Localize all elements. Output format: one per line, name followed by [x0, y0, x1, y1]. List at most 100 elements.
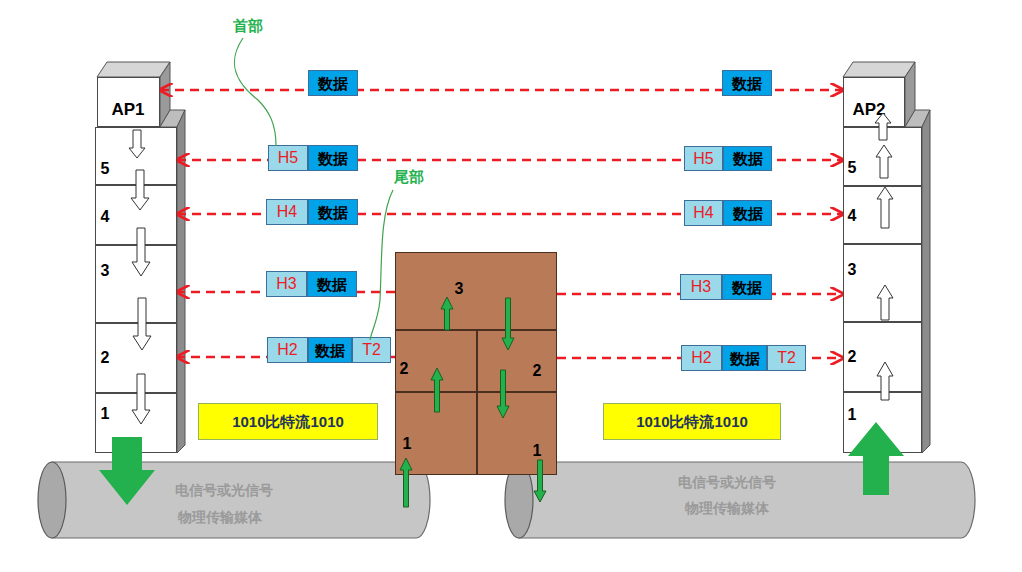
header-box-text: H2 — [277, 342, 297, 358]
transmission-medium: 电信号或光信号物理传输媒体 — [505, 462, 975, 538]
host-box-text: AP2 — [852, 101, 885, 118]
ap2-top-face — [843, 62, 915, 77]
bitstream-box-text: 1010比特流1010 — [232, 414, 344, 429]
router-layer-cell: 1 — [477, 392, 557, 475]
host-box: AP1 — [97, 77, 160, 127]
header-box: H2 — [267, 337, 308, 363]
layer-box: 2 — [843, 322, 922, 392]
cylinder-cap — [38, 462, 66, 538]
leader-line — [234, 38, 276, 146]
data-box: 数据 — [723, 200, 772, 226]
up-arrow — [877, 362, 893, 400]
up-arrow — [876, 145, 892, 178]
header-box: H5 — [684, 146, 723, 171]
layer-box-text: 5 — [848, 160, 857, 176]
router-layer-cell-text: 3 — [455, 281, 464, 297]
layer-box: 1 — [95, 393, 177, 453]
transmission-medium-text: 物理传输媒体 — [685, 501, 769, 515]
receive-arrow — [848, 422, 904, 495]
router-layer-cell-text: 1 — [533, 443, 542, 459]
router-up-arrow — [441, 297, 453, 330]
cylinder-outline — [505, 462, 975, 538]
stack-side-face — [922, 110, 930, 453]
down-arrow — [133, 298, 151, 350]
data-box-text: 数据 — [733, 151, 763, 166]
up-arrow — [875, 113, 891, 140]
leader-line — [370, 190, 393, 340]
down-arrow — [129, 130, 145, 158]
header-box: H4 — [266, 199, 308, 225]
transmission-medium-text: 电信号或光信号 — [678, 475, 776, 489]
data-box-text: 数据 — [732, 280, 762, 295]
cylinder-outline — [38, 462, 430, 538]
data-box: 数据 — [308, 70, 358, 96]
router-up-arrow — [431, 368, 443, 412]
router-layer-cell: 2 — [477, 330, 557, 392]
header-box-text: H3 — [276, 276, 296, 292]
ap1-top-face — [97, 62, 170, 77]
router-down-arrow — [502, 298, 514, 350]
bitstream-box: 1010比特流1010 — [603, 403, 781, 440]
data-box: 数据 — [723, 146, 772, 171]
header-box-text: H5 — [693, 151, 713, 167]
data-box: 数据 — [722, 70, 772, 96]
header-box: H4 — [684, 200, 723, 226]
layer-box-text: 3 — [848, 262, 857, 278]
down-arrow — [132, 374, 150, 424]
layer-box: 5 — [95, 127, 177, 185]
layer-box: 3 — [95, 245, 177, 323]
bitstream-box: 1010比特流1010 — [198, 403, 378, 440]
layer-box-text: 5 — [101, 161, 110, 177]
data-box: 数据 — [722, 345, 767, 371]
data-box: 数据 — [308, 199, 358, 225]
header-box-text: H4 — [693, 205, 713, 221]
layer-box-text: 2 — [101, 350, 110, 366]
layer-box-text: 4 — [848, 208, 857, 224]
router-layer-cell-text: 1 — [403, 436, 412, 452]
data-box-text: 数据 — [318, 205, 348, 220]
router-layer-cell: 2 — [395, 330, 477, 392]
router-up-arrow — [400, 458, 412, 507]
layer-box: 5 — [843, 127, 922, 186]
bitstream-box-text: 1010比特流1010 — [636, 414, 748, 429]
router-layer-cell-text: 2 — [400, 361, 409, 377]
header-box-text: H5 — [278, 150, 298, 166]
callout-label: 尾部 — [394, 168, 424, 187]
router-layer-cell-text: 2 — [533, 363, 542, 379]
layer-box-text: 1 — [101, 406, 110, 422]
header-box-text: T2 — [362, 342, 381, 358]
data-box: 数据 — [307, 271, 357, 297]
transmission-medium-text: 物理传输媒体 — [178, 510, 262, 524]
header-box-text: H2 — [691, 350, 711, 366]
router-down-arrow — [534, 460, 546, 502]
layer-box: 4 — [843, 186, 922, 244]
down-arrow — [131, 170, 149, 210]
cylinder-body — [52, 462, 430, 538]
data-box-text: 数据 — [732, 76, 762, 91]
data-box: 数据 — [308, 145, 358, 171]
data-box-text: 数据 — [318, 151, 348, 166]
header-box: H2 — [681, 345, 722, 371]
host-box: AP2 — [843, 77, 905, 127]
data-box-text: 数据 — [317, 277, 347, 292]
transmission-medium-text: 电信号或光信号 — [175, 483, 273, 497]
layer-box: 3 — [843, 244, 922, 322]
data-box-text: 数据 — [315, 343, 345, 358]
header-box: T2 — [352, 337, 391, 363]
layer-box-text: 4 — [101, 209, 110, 225]
header-box: H3 — [266, 271, 307, 297]
layer-box-text: 3 — [101, 263, 110, 279]
layer-box: 4 — [95, 185, 177, 245]
layer-box-text: 1 — [848, 407, 857, 423]
layer-box-text: 2 — [848, 349, 857, 365]
layer-box: 1 — [843, 392, 922, 453]
send-arrow — [99, 437, 155, 505]
cylinder-cap — [505, 462, 533, 538]
router-down-arrow — [497, 370, 509, 418]
stack-side-face — [177, 110, 185, 453]
data-box: 数据 — [308, 337, 352, 363]
header-box: H5 — [268, 145, 308, 171]
